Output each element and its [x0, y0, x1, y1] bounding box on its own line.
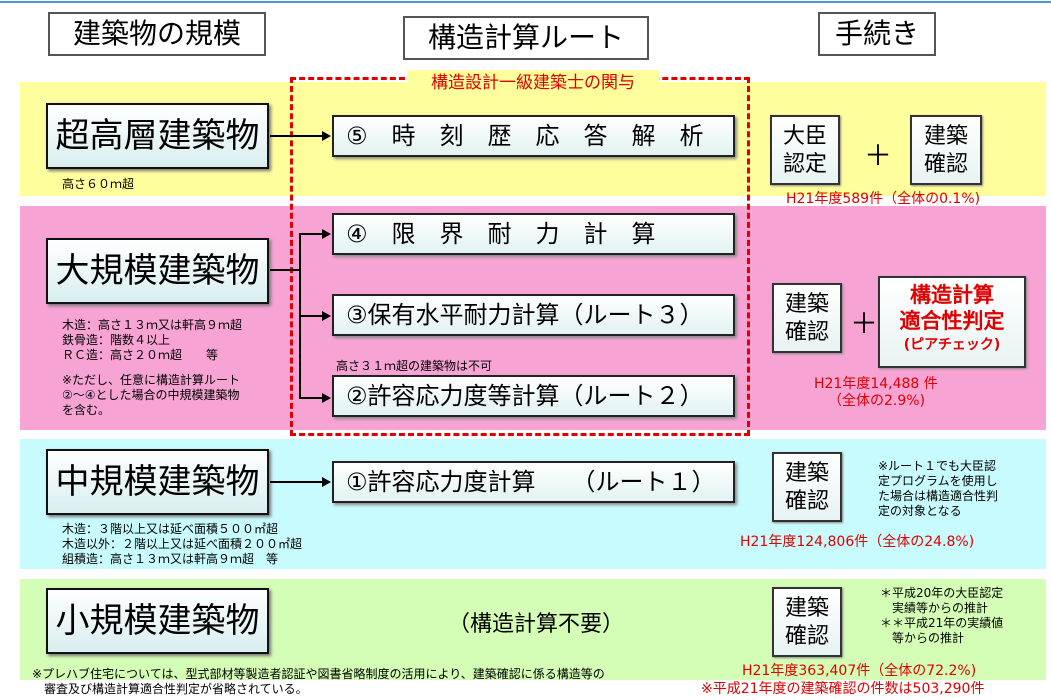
proc-minister-approval: 大臣 認定 — [770, 115, 840, 185]
stat-super-high: H21年度589件（全体の0.1%) — [786, 191, 981, 207]
proc-building-confirmation: 建築 確認 — [772, 283, 842, 353]
stat-large-count: H21年度14,488 件 — [814, 376, 938, 392]
note-line: 木造以外：２階以上又は延べ面積２００㎡超 — [62, 537, 303, 551]
connector-line — [299, 315, 324, 317]
large-notes: 木造：高さ１３ｍ又は軒高９ｍ超 鉄骨造：階数４以上 ＲＣ造：高さ２０ｍ超 等 — [62, 318, 242, 363]
proc-text: 大臣 — [782, 124, 827, 149]
connector-line — [270, 269, 300, 271]
note-line: ＲＣ造：高さ２０ｍ超 等 — [62, 348, 219, 362]
footnote-line: ※プレハブ住宅については、型式部材等製造者認証や図書省略制度の活用により、建築確… — [32, 667, 605, 681]
route-1-allowable-stress: ①許容応力度計算 （ルート１） — [332, 461, 735, 503]
note-line: 定プログラムを使用し — [878, 474, 998, 488]
dashed-box-label: 構造設計一級建築士の関与 — [407, 70, 659, 96]
medium-notes: 木造：３階以上又は延べ面積５００㎡超 木造以外：２階以上又は延べ面積２００㎡超 … — [62, 522, 302, 567]
note-line: 組積造：高さ１３ｍ又は軒高９ｍ超 等 — [62, 552, 279, 566]
header-category: 建築物の規模 — [48, 12, 266, 56]
route-5-time-history: ⑤ 時 刻 歴 応 答 解 析 — [332, 115, 735, 157]
proc-text: 確認 — [784, 320, 829, 345]
connector-line — [270, 135, 324, 137]
large-notes-2: ※ただし、任意に構造計算ルート ②～④とした場合の中規模建築物 を含む。 — [62, 373, 240, 418]
note-line: ※ただし、任意に構造計算ルート — [62, 373, 241, 387]
route-2-allowable-stress: ②許容応力度等計算（ルート２） — [332, 375, 735, 417]
note-line: 木造：高さ１３ｍ又は軒高９ｍ超 — [62, 318, 243, 332]
arrow-icon — [322, 311, 331, 321]
proc-building-confirmation: 建築 確認 — [910, 115, 982, 185]
proc-text: 認定 — [782, 152, 827, 177]
arrow-icon — [322, 477, 331, 487]
category-medium: 中規模建築物 — [46, 449, 269, 515]
arrow-icon — [322, 393, 331, 403]
plus-icon: ＋ — [850, 307, 879, 340]
note-line: ＊平成20年の大臣認定 — [880, 586, 1004, 600]
note-line: ※ルート１でも大臣認 — [878, 459, 997, 473]
connector-line — [270, 481, 324, 483]
stat-total: ※平成21年度の建築確認の件数は503,290件 — [701, 681, 985, 697]
category-super-high: 超高層建築物 — [46, 103, 269, 169]
connector-line — [299, 233, 324, 235]
note-line: ＊＊平成21年の実績値 — [880, 616, 1004, 630]
proc-building-confirmation: 建築 確認 — [772, 452, 842, 522]
arrow-icon — [322, 229, 331, 239]
connector-line — [299, 397, 324, 399]
medium-side-note: ※ルート１でも大臣認 定プログラムを使用し た場合は構造適合性判 定の対象となる — [878, 459, 998, 519]
note-line: た場合は構造適合性判 — [878, 489, 999, 503]
note-line: ②～④とした場合の中規模建築物 — [62, 388, 240, 402]
small-side-note: ＊平成20年の大臣認定 実績等からの推計 ＊＊平成21年の実績値 等からの推計 — [880, 586, 1003, 646]
route-3-horizontal-strength: ③保有水平耐力計算（ルート３） — [332, 294, 735, 336]
proc-text: 建築 — [923, 124, 968, 149]
proc-peer-check: 構造計算 適合性判定 (ピアチェック) — [878, 276, 1026, 368]
super-high-note: 高さ６０ｍ超 — [62, 177, 135, 191]
route-4-limit-strength: ④ 限 界 耐 力 計 算 — [332, 213, 735, 255]
proc-text: 建築 — [784, 461, 829, 486]
proc-text: 構造計算 — [910, 283, 994, 307]
route-none: （構造計算不要） — [448, 612, 625, 637]
proc-text: 建築 — [784, 292, 829, 317]
note-line: 等からの推計 — [892, 631, 965, 645]
top-rule — [0, 1, 1051, 3]
category-small: 小規模建築物 — [46, 588, 269, 654]
proc-text: 建築 — [784, 596, 829, 621]
proc-building-confirmation: 建築 確認 — [772, 587, 842, 657]
arrow-icon — [322, 131, 331, 141]
stat-medium: H21年度124,806件（全体の24.8%) — [740, 534, 975, 550]
proc-text: 確認 — [923, 152, 968, 177]
stat-large-ratio: （全体の2.9%) — [828, 393, 926, 409]
proc-text: (ピアチェック) — [903, 337, 1001, 353]
note-line: を含む。 — [62, 403, 111, 417]
proc-text: 確認 — [784, 624, 829, 649]
plus-icon: ＋ — [864, 139, 893, 172]
note-line: 鉄骨造：階数４以上 — [62, 333, 171, 347]
header-route: 構造計算ルート — [403, 16, 649, 60]
proc-text: 確認 — [784, 489, 829, 514]
header-procedure: 手続き — [818, 12, 936, 56]
note-line: 木造：３階以上又は延べ面積５００㎡超 — [62, 522, 279, 536]
note-line: 定の対象となる — [878, 504, 962, 518]
proc-text: 適合性判定 — [899, 309, 1005, 333]
footnote-line: 審査及び構造計算適合性判定が省略されている。 — [44, 682, 308, 696]
route-2-note: 高さ３１ｍ超の建築物は不可 — [336, 359, 493, 373]
stat-small: H21年度363,407件（全体の72.2%) — [742, 663, 977, 679]
footnote: ※プレハブ住宅については、型式部材等製造者認証や図書省略制度の活用により、建築確… — [32, 667, 605, 697]
category-large: 大規模建築物 — [46, 238, 269, 304]
note-line: 実績等からの推計 — [892, 601, 989, 615]
